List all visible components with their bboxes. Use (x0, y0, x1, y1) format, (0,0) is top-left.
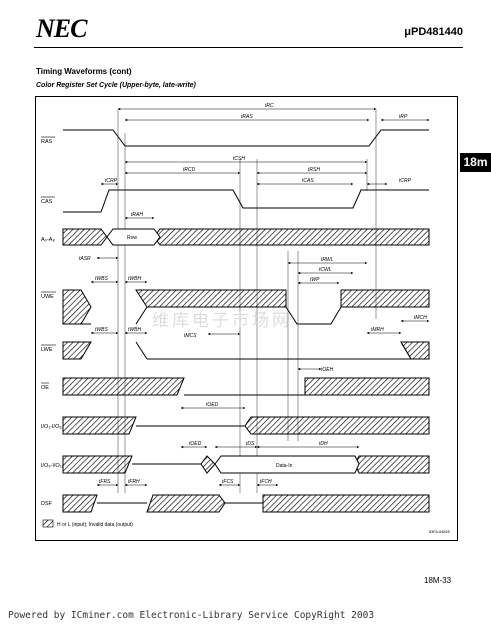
timing-label: tCWL (319, 267, 332, 273)
timing-diagram: RAS CAS A₀-A₈ UWE LWE OE I/O₁-I/O₈ I/O₉-… (41, 103, 450, 534)
timing-label: tOED (189, 441, 202, 447)
bus-windows (106, 228, 360, 474)
timing-label: tFRS (99, 479, 111, 485)
timing-label: tCRP (105, 178, 118, 184)
side-tab: 18m (460, 153, 491, 172)
level-lines (97, 394, 305, 504)
timing-label: tRAS (241, 114, 253, 120)
timing-label: tDH (319, 441, 328, 447)
timing-label: tDS (246, 441, 255, 447)
signal-label: OE (41, 385, 49, 391)
signal-label: RAS (41, 139, 53, 145)
timing-label: tOED (206, 402, 219, 408)
timing-label: tCRP (399, 178, 412, 184)
timing-label: tMCH (414, 315, 427, 321)
row-address-window (106, 228, 161, 246)
timing-label: tWBH (128, 276, 141, 282)
header-rule (34, 47, 463, 48)
timing-label: tFRH (128, 479, 140, 485)
legend-swatch (42, 519, 54, 528)
timing-label: tWBH (128, 327, 141, 333)
timing-label: tOEH (321, 367, 334, 373)
signal-label: CAS (41, 199, 53, 205)
timing-label: tWBS (95, 327, 108, 333)
timing-label: tCSH (233, 156, 245, 162)
timing-label: tRWL (321, 257, 334, 263)
timing-diagram-frame: RAS CAS A₀-A₈ UWE LWE OE I/O₁-I/O₈ I/O₉-… (35, 96, 458, 541)
timing-arrows (90, 107, 430, 487)
footer-copyright: Powered by ICminer.com Electronic-Librar… (8, 610, 375, 621)
diagram-title: Color Register Set Cycle (Upper-byte, la… (36, 82, 196, 89)
timing-label: tFCS (222, 479, 234, 485)
timing-label: tWBS (95, 276, 108, 282)
ras-wave (63, 129, 429, 147)
signal-label: I/O₉-I/O₁₆ (41, 463, 64, 469)
timing-label: tWP (310, 277, 320, 283)
signal-label: DSF (41, 501, 53, 507)
timing-label: tMRH (371, 327, 384, 333)
figure-id: 83FA-64825 (429, 530, 450, 534)
timing-label: tASR (79, 256, 91, 262)
signal-labels: RAS CAS A₀-A₈ UWE LWE OE I/O₁-I/O₈ I/O₉-… (41, 139, 64, 507)
legend-text: H or L (input); Invalid data (output) (57, 522, 133, 528)
row-address-label: Row (127, 235, 137, 241)
signal-label: UWE (41, 294, 54, 300)
part-number: μPD481440 (404, 26, 463, 38)
cas-wave (63, 189, 429, 213)
timing-label: tRP (399, 114, 408, 120)
section-title: Timing Waveforms (cont) (36, 67, 132, 76)
data-in-window (214, 455, 360, 474)
timing-label: tRAH (131, 212, 143, 218)
timing-labels: tRC tRAS tRP tCSH tRCD tRSH tCAS tCRP tC… (79, 103, 427, 485)
signal-label: LWE (41, 347, 53, 353)
timing-label: tRCD (183, 167, 196, 173)
watermark: 维库电子市场网 (152, 311, 292, 330)
lwe-wave (63, 341, 412, 360)
timing-label: tRC (265, 103, 274, 109)
data-in-label: Data-In (276, 463, 293, 469)
signal-overbars (41, 136, 56, 384)
signal-label: I/O₁-I/O₈ (41, 424, 62, 430)
hatched-regions (62, 228, 430, 513)
timing-label: tCAS (302, 178, 314, 184)
timing-label: tFCH (260, 479, 272, 485)
nec-logo: NEC (36, 14, 87, 43)
page-number: 18M-33 (424, 576, 452, 585)
signal-label: A₀-A₈ (41, 237, 55, 243)
timing-label: tMCS (184, 333, 197, 339)
timing-label: tRSH (308, 167, 320, 173)
